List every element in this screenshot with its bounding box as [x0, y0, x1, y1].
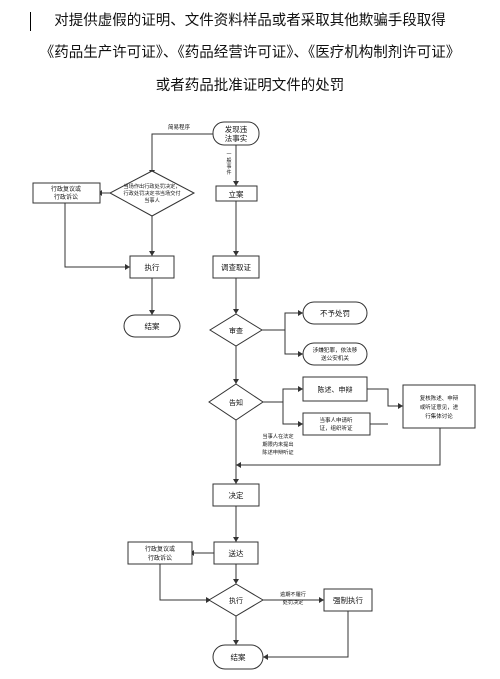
review-left-line-2: 行政诉讼	[54, 193, 78, 201]
transfer-line-1: 涉嫌犯罪，依法移	[313, 346, 358, 354]
not-fulfilled-line-1: 逾期不履行	[280, 590, 306, 598]
notify-label: 告知	[229, 398, 243, 407]
close-bottom-label: 结案	[231, 652, 246, 662]
execute-bottom-label: 执行	[229, 596, 243, 605]
node-close-left: 结案	[123, 314, 181, 338]
node-filing: 立案	[215, 185, 258, 202]
no-request-line-2: 期限内未提出	[262, 440, 293, 448]
node-discover-line-2: 法事实	[225, 133, 248, 143]
connector-simple	[151, 133, 213, 171]
connector-notify-statement	[263, 388, 303, 403]
node-decision-left: 当场作出行政处罚决定， 行政处罚决定书当场交付 当事人	[108, 170, 196, 217]
connector-review-transfer	[284, 330, 303, 355]
node-discover: 发现违 法事实	[212, 121, 260, 146]
general-char-4: 件	[226, 169, 231, 176]
connector-enforce-close	[263, 611, 349, 658]
review-label: 审查	[229, 326, 243, 335]
general-char-1: 一	[226, 152, 231, 158]
connector-statement-reconsider	[367, 388, 403, 407]
investigation-label: 调查取证	[221, 262, 251, 272]
text-cursor	[30, 12, 31, 31]
decision-label: 决定	[229, 490, 244, 500]
label-general-procedure: 一 般 事 件	[226, 152, 231, 176]
review-left-line-1: 行政复议或	[51, 185, 81, 193]
reconsider-line-3: 行集体讨论	[425, 412, 453, 420]
node-close-bottom: 结案	[212, 644, 264, 670]
close-left-label: 结案	[145, 321, 160, 331]
title-line-1: 对提供虚假的证明、文件资料样品或者采取其他欺骗手段取得	[54, 13, 446, 29]
node-execute-left: 执行	[129, 255, 175, 279]
node-transfer: 涉嫌犯罪，依法移 送公安机关	[302, 342, 368, 366]
no-request-line-1: 当事人在法定	[262, 432, 293, 440]
general-char-2: 般	[226, 157, 231, 164]
node-hearing: 当事人申请听 证，组织听证	[302, 412, 371, 436]
no-penalty-label: 不予处罚	[320, 308, 350, 318]
node-enforce: 强制执行	[323, 588, 373, 612]
label-simple-procedure: 简易程序	[168, 123, 191, 131]
title-line-3: 或者药品批准证明文件的处罚	[155, 78, 345, 94]
connector-lines	[64, 133, 441, 658]
decision-left-line-1: 当场作出行政处罚决定，	[123, 182, 180, 190]
reconsider-line-1: 复核陈述、申辩	[420, 394, 459, 402]
node-discover-line-1: 发现违	[225, 124, 248, 134]
label-no-request: 当事人在法定 期限内未提出 陈述申辩听证	[262, 432, 293, 456]
label-not-fulfilled: 逾期不履行 处罚决定	[280, 590, 306, 606]
node-notify: 告知	[208, 383, 264, 421]
review-bottom-line-1: 行政复议或	[145, 545, 175, 553]
statement-label: 陈述、申辩	[318, 385, 353, 394]
no-request-line-3: 陈述申辩听证	[262, 448, 293, 456]
node-review-left: 行政复议或 行政诉讼	[32, 182, 101, 204]
node-review-bottom: 行政复议或 行政诉讼	[127, 541, 193, 565]
transfer-line-2: 送公安机关	[321, 354, 349, 362]
node-delivery: 送达	[213, 541, 259, 565]
node-no-penalty: 不予处罚	[302, 301, 368, 325]
decision-left-line-2: 行政处罚决定书当场交付	[123, 189, 180, 197]
filing-label: 立案	[229, 189, 244, 199]
not-fulfilled-line-2: 处罚决定	[283, 598, 304, 606]
execute-left-label: 执行	[145, 262, 160, 272]
general-char-3: 事	[226, 163, 231, 170]
decision-left-line-3: 当事人	[144, 196, 160, 204]
node-review: 审查	[209, 313, 263, 347]
connector-review-exec	[64, 203, 130, 268]
node-investigation: 调查取证	[212, 255, 260, 279]
connector-notify-hearing	[282, 402, 303, 425]
review-bottom-line-2: 行政诉讼	[148, 554, 172, 562]
node-execute-bottom: 执行	[208, 583, 264, 617]
title-line-2: 《药品生产许可证》、《药品经营许可证》、《医疗机构制剂许可证》	[39, 45, 461, 61]
node-statement: 陈述、申辩	[302, 376, 368, 402]
connector-review-nopenalty	[262, 312, 303, 331]
enforce-label: 强制执行	[333, 595, 363, 605]
hearing-line-1: 当事人申请听	[319, 416, 353, 424]
node-reconsider: 复核陈述、申辩 或听证意见，进 行集体讨论	[402, 384, 476, 429]
hearing-line-2: 证，组织听证	[319, 424, 353, 432]
node-decision: 决定	[212, 483, 260, 507]
delivery-label: 送达	[229, 548, 244, 558]
connector-review-exec2	[159, 564, 211, 601]
reconsider-line-2: 或听证意见，进	[420, 403, 459, 411]
connector-reconsider-back	[236, 428, 441, 466]
